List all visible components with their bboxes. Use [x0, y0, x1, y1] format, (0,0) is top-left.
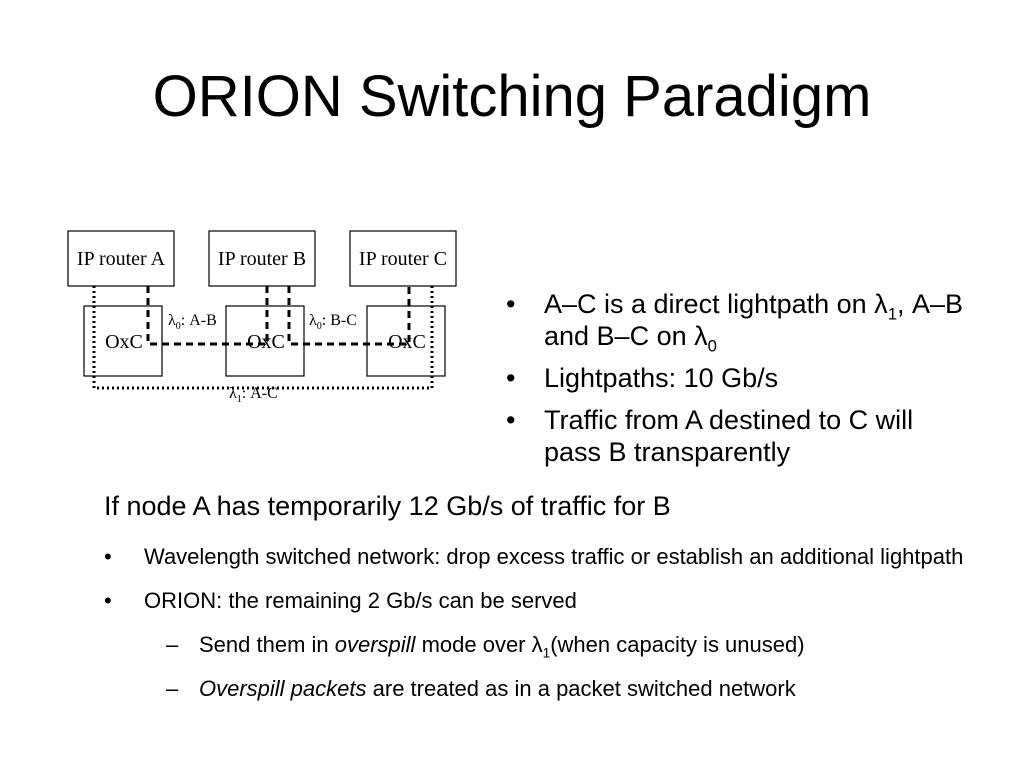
- bullet-text: Lightpaths: 10 Gb/s: [544, 363, 779, 393]
- link-ab-lambda: λ: [168, 312, 176, 329]
- dash-marker: –: [166, 676, 179, 701]
- bullet-text: ORION: the remaining 2 Gb/s can be serve…: [144, 588, 577, 613]
- link-bc-text: : B-C: [322, 312, 357, 329]
- bullet-text: A–C is a direct lightpath on λ1, A–B and…: [544, 289, 964, 354]
- router-b-label: IP router B: [218, 248, 306, 270]
- router-c-label: IP router C: [359, 248, 447, 270]
- lower-bullet-list: • Wavelength switched network: drop exce…: [104, 538, 984, 714]
- dash-marker: –: [166, 632, 179, 657]
- router-a-box: [67, 230, 175, 287]
- text-part: are treated as in a packet switched netw…: [366, 676, 796, 701]
- subscript: 1: [887, 304, 897, 324]
- lambda0-path-bc: [287, 286, 411, 346]
- bullet-text: Wavelength switched network: drop excess…: [144, 544, 964, 569]
- emphasis-text: overspill: [334, 632, 416, 657]
- bullet-dot: •: [506, 405, 516, 435]
- right-bullet-item: • A–C is a direct lightpath on λ1, A–B a…: [506, 288, 976, 354]
- text-part: mode over λ: [415, 632, 543, 657]
- right-bullet-item: • Lightpaths: 10 Gb/s: [506, 362, 976, 394]
- sub-bullet-list: – Send them in overspill mode over λ1(wh…: [144, 626, 984, 708]
- bullet-text: Traffic from A destined to C will pass B…: [544, 405, 914, 467]
- sub-bullet-text: Send them in overspill mode over λ1(when…: [199, 632, 805, 661]
- text-part: Send them in: [199, 632, 335, 657]
- network-diagram-svg: IP router A IP router B IP router C OxC …: [67, 230, 457, 405]
- router-c-box: [349, 230, 457, 287]
- link-ab-text: : A-B: [181, 312, 217, 329]
- oxc-b-label: OxC: [247, 331, 285, 353]
- lower-bullet-item: • ORION: the remaining 2 Gb/s can be ser…: [104, 582, 984, 708]
- oxc-b-box: [225, 305, 305, 377]
- bullet-dot: •: [104, 544, 112, 569]
- link-bc-label: λ0: B-C: [309, 312, 357, 332]
- sub-bullet-item: – Send them in overspill mode over λ1(wh…: [154, 626, 984, 664]
- right-bullet-item: • Traffic from A destined to C will pass…: [506, 404, 976, 468]
- router-a-label: IP router A: [77, 248, 166, 270]
- link-ac-text: : A-C: [242, 385, 278, 402]
- emphasis-text: Overspill packets: [199, 676, 367, 701]
- lower-bullet-item: • Wavelength switched network: drop exce…: [104, 538, 984, 576]
- router-b-box: [208, 230, 316, 287]
- subscript: 1: [542, 645, 551, 661]
- bullet-dot: •: [104, 588, 112, 613]
- link-ac-sub: 1: [237, 394, 242, 405]
- sub-bullet-item: – Overspill packets are treated as in a …: [154, 670, 984, 708]
- link-ac-label: λ1: A-C: [229, 385, 278, 405]
- network-diagram: IP router A IP router B IP router C OxC …: [64, 226, 474, 416]
- link-ab-label: λ0: A-B: [168, 312, 217, 332]
- link-ac-lambda: λ: [229, 385, 237, 402]
- sub-bullet-text: Overspill packets are treated as in a pa…: [199, 676, 796, 701]
- link-bc-lambda: λ: [309, 312, 317, 329]
- link-ab-sub: 0: [176, 321, 181, 332]
- bullet-text-part: A–C is a direct lightpath on λ: [544, 289, 888, 319]
- oxc-c-label: OxC: [388, 331, 426, 353]
- slide-title: ORION Switching Paradigm: [152, 64, 872, 129]
- subscript: 0: [707, 336, 717, 356]
- oxc-a-label: OxC: [105, 331, 143, 353]
- lambda1-loop-ac: [92, 286, 434, 390]
- lower-heading: If node A has temporarily 12 Gb/s of tra…: [104, 491, 671, 521]
- right-bullet-list: • A–C is a direct lightpath on λ1, A–B a…: [506, 288, 976, 478]
- bullet-dot: •: [506, 289, 516, 319]
- lambda0-path-ab: [146, 286, 269, 346]
- text-part: (when capacity is unused): [550, 632, 805, 657]
- bullet-dot: •: [506, 363, 516, 393]
- bullet-text-part: , A–B and B–C on λ: [544, 289, 964, 351]
- link-bc-sub: 0: [317, 321, 322, 332]
